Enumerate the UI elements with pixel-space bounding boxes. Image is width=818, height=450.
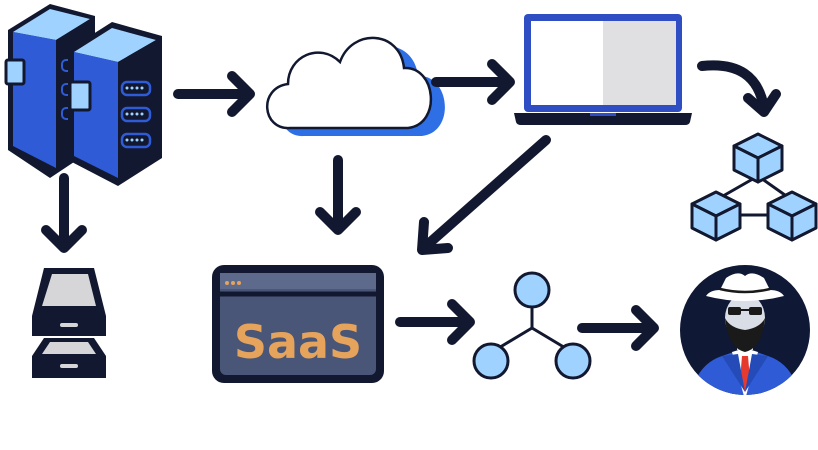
storage-drives-icon	[32, 268, 106, 378]
arrow-saas-to-network	[395, 299, 475, 345]
cloud-icon	[265, 36, 445, 137]
server-rack-icon	[4, 4, 162, 186]
arrow-laptop-to-saas	[417, 135, 551, 255]
saas-window-icon: SaaS	[212, 265, 384, 383]
saas-label: SaaS	[234, 315, 362, 369]
arrow-network-to-hacker	[577, 305, 659, 351]
hacker-avatar-icon	[680, 265, 810, 395]
network-nodes-icon	[472, 271, 592, 380]
laptop-icon	[514, 14, 692, 125]
arrow-servers-to-storage	[41, 173, 87, 253]
arrow-cloud-to-laptop	[431, 59, 515, 105]
arrow-servers-to-cloud	[173, 71, 255, 117]
arrow-cloud-to-saas	[315, 155, 361, 235]
blockchain-cubes-icon	[690, 132, 818, 242]
arrow-laptop-to-blocks	[697, 60, 781, 117]
